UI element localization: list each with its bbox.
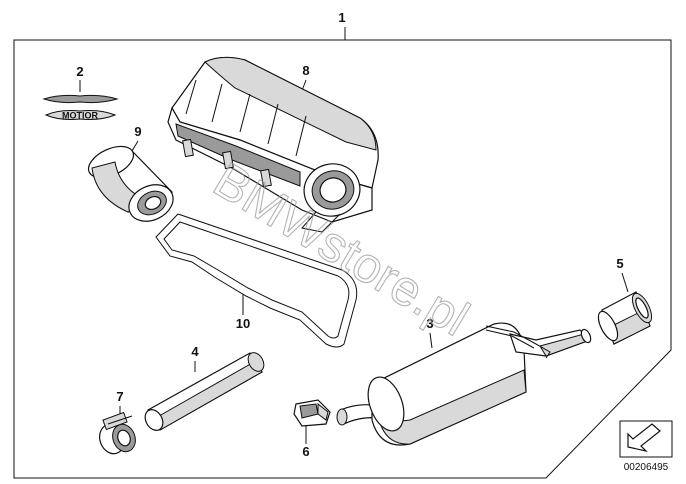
assembly-frame — [13, 39, 672, 479]
callout-8: 8 — [302, 63, 309, 78]
callout-10: 10 — [236, 316, 250, 331]
connecting-pipe — [144, 352, 265, 431]
gasket — [155, 213, 358, 348]
rear-silencer — [336, 322, 592, 446]
callout-1: 1 — [338, 10, 345, 25]
callout-4: 4 — [191, 344, 199, 359]
pipe-clamp — [99, 411, 136, 455]
callout-6: 6 — [302, 444, 309, 459]
leader-9 — [131, 140, 139, 152]
leader-5 — [621, 272, 629, 293]
callout-7: 7 — [116, 389, 123, 404]
intake-silencer-housing — [167, 56, 379, 233]
badge-lettering: MOTIOR — [62, 111, 98, 121]
document-number: 00206495 — [624, 462, 669, 473]
exhaust-clip — [293, 399, 331, 427]
emblem-badge: MOTIOR — [42, 94, 119, 121]
pipe-sleeve — [597, 291, 653, 345]
callout-3: 3 — [426, 316, 433, 331]
callout-2: 2 — [76, 64, 83, 79]
arrow-down-left-icon[interactable] — [619, 420, 673, 458]
callout-9: 9 — [134, 124, 141, 139]
leader-3 — [429, 332, 433, 349]
air-filter-element — [87, 145, 174, 222]
callout-5: 5 — [616, 256, 623, 271]
